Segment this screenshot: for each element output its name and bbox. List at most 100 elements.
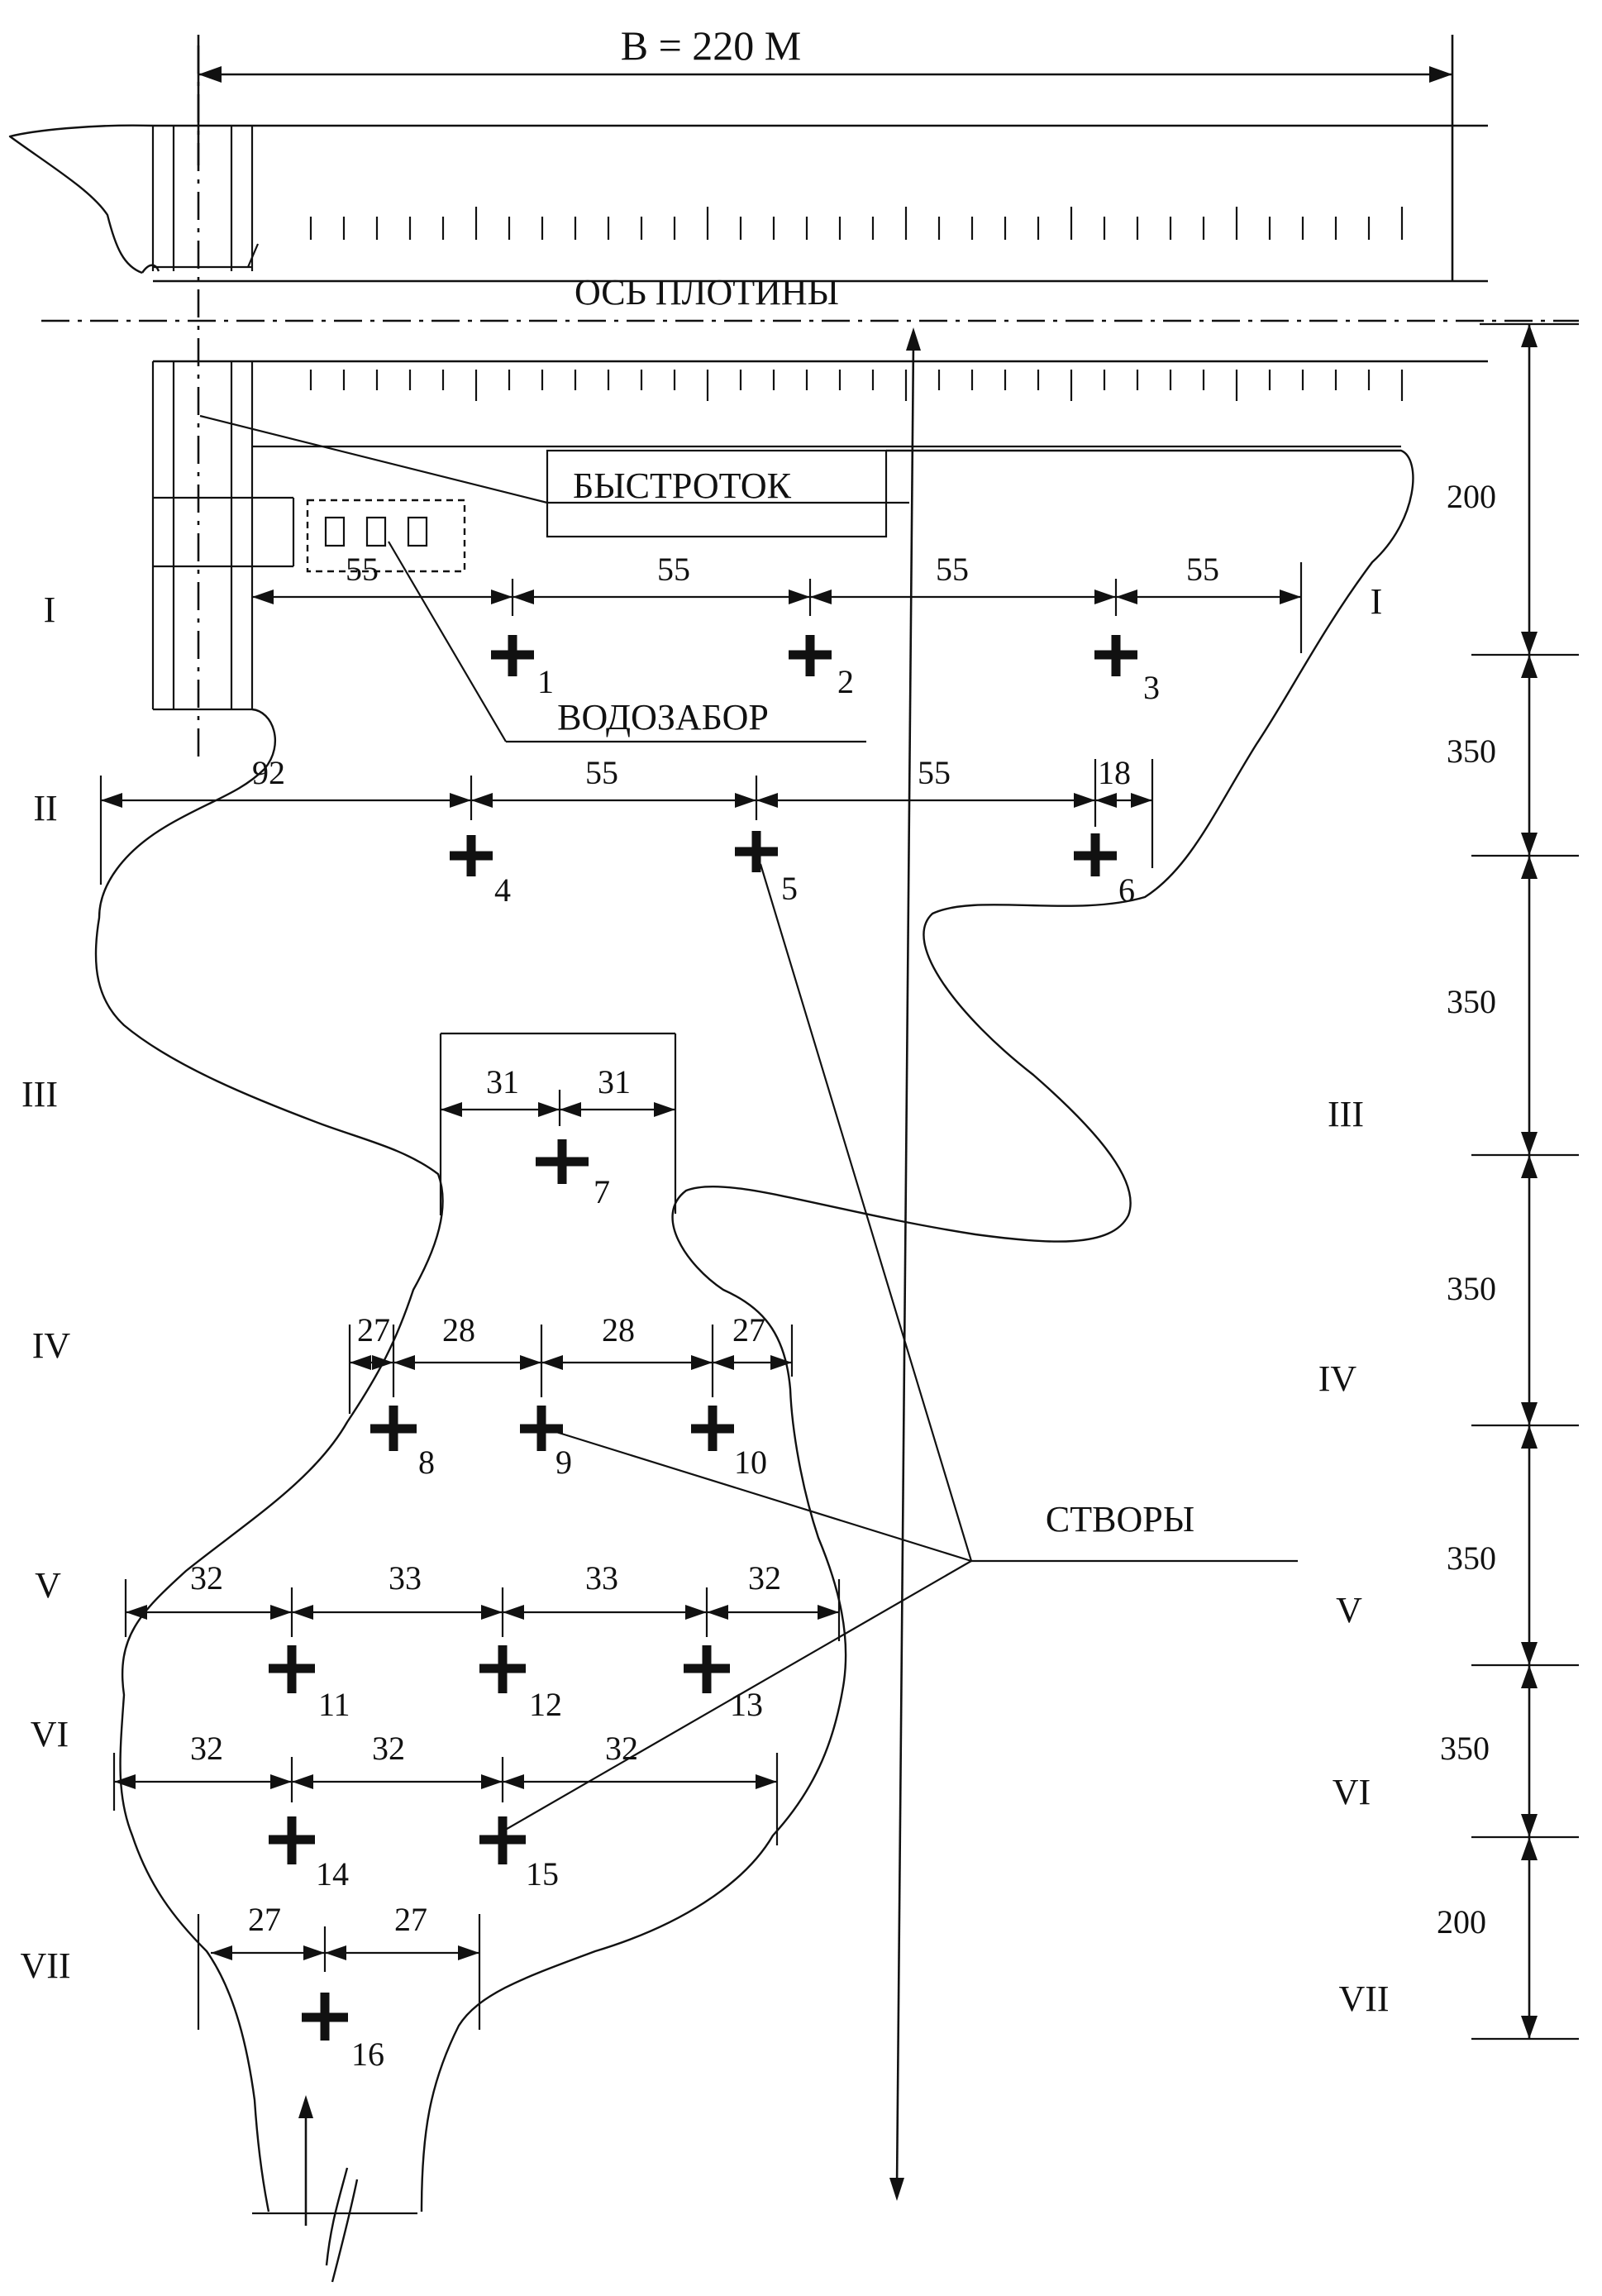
dim-label: 55 — [346, 551, 379, 588]
point-number: 12 — [529, 1686, 562, 1723]
flow-indicators — [298, 327, 921, 2226]
row-I-dimensions: 55 55 55 55 — [252, 551, 1303, 653]
water-intake: ВОДОЗАБОР — [306, 499, 866, 743]
dam-width-label: B = 220 М — [621, 22, 802, 69]
measurement-points: 1 2 3 4 5 6 7 8 9 10 11 12 13 14 15 16 — [269, 635, 1160, 2073]
section-label-left: II — [33, 788, 57, 828]
river-banks — [94, 449, 1414, 2283]
point-number: 8 — [418, 1444, 435, 1481]
dim-label: 33 — [585, 1559, 618, 1597]
point-3: 3 — [1094, 635, 1160, 706]
section-labels-right: I III IV V VI VII — [1318, 581, 1390, 2019]
dim-label: 27 — [394, 1901, 427, 1938]
dim-label: 27 — [732, 1311, 765, 1348]
sections-label: СТВОРЫ — [1046, 1499, 1194, 1539]
section-spacing-dimension: 200 350 350 350 350 350 200 — [1437, 322, 1579, 2041]
dim-label: 55 — [918, 754, 951, 791]
dim-label: 55 — [585, 754, 618, 791]
point-12: 12 — [479, 1645, 562, 1723]
point-number: 15 — [526, 1855, 559, 1893]
row-VI-dimensions: 32 32 32 — [112, 1730, 779, 1845]
section-labels-left: I II III IV V VI VII — [20, 590, 70, 1986]
dim-label: 55 — [936, 551, 969, 588]
section-label-left: I — [44, 590, 56, 630]
point-6: 6 — [1074, 833, 1135, 909]
spacing-label: 350 — [1447, 733, 1496, 770]
dam-structure: ОСЬ ПЛОТИНЫ — [8, 45, 1579, 761]
point-10: 10 — [691, 1406, 767, 1481]
row-VII-dimensions: 27 27 — [197, 1901, 481, 2030]
dim-label: 32 — [372, 1730, 405, 1767]
point-8: 8 — [370, 1406, 435, 1481]
dim-label: 55 — [1186, 551, 1219, 588]
point-number: 6 — [1118, 871, 1135, 909]
dim-label: 32 — [605, 1730, 638, 1767]
row-V-dimensions: 32 33 33 32 — [124, 1559, 841, 1641]
point-number: 10 — [734, 1444, 767, 1481]
spacing-label: 200 — [1437, 1903, 1486, 1940]
dim-label: 33 — [389, 1559, 422, 1597]
point-number: 13 — [730, 1686, 763, 1723]
section-label-right: I — [1371, 581, 1383, 622]
section-label-right: III — [1328, 1094, 1364, 1134]
point-13: 13 — [684, 1645, 763, 1723]
sections-callout: СТВОРЫ — [502, 863, 1298, 1832]
dim-label: 32 — [190, 1730, 223, 1767]
width-dimension: B = 220 М — [197, 22, 1454, 281]
section-label-left: IV — [32, 1325, 71, 1366]
point-16: 16 — [302, 1993, 384, 2073]
dam-ticks-bottom — [309, 370, 1404, 401]
spacing-label: 350 — [1447, 983, 1496, 1020]
dam-axis-label: ОСЬ ПЛОТИНЫ — [575, 272, 839, 313]
point-number: 7 — [594, 1173, 610, 1210]
point-number: 5 — [781, 870, 798, 907]
dim-label: 18 — [1098, 754, 1131, 791]
point-11: 11 — [269, 1645, 350, 1723]
dim-label: 28 — [602, 1311, 635, 1348]
spacing-label: 350 — [1447, 1270, 1496, 1307]
point-9: 9 — [520, 1406, 572, 1481]
point-2: 2 — [789, 635, 854, 700]
spacing-label: 350 — [1447, 1539, 1496, 1577]
point-number: 4 — [494, 871, 511, 909]
point-4: 4 — [450, 835, 511, 909]
point-number: 2 — [837, 663, 854, 700]
point-number: 1 — [537, 663, 554, 700]
section-label-left: III — [21, 1074, 58, 1115]
spillway: БЫСТРОТОК — [199, 414, 909, 538]
intake-label: ВОДОЗАБОР — [557, 697, 769, 737]
dim-label: 31 — [598, 1063, 631, 1100]
dim-label: 55 — [657, 551, 690, 588]
point-7: 7 — [536, 1139, 610, 1210]
point-14: 14 — [269, 1816, 349, 1893]
dim-label: 31 — [486, 1063, 519, 1100]
section-label-left: V — [35, 1565, 61, 1606]
dim-label: 92 — [252, 754, 285, 791]
point-1: 1 — [491, 635, 554, 700]
section-label-right: IV — [1318, 1358, 1357, 1399]
section-label-right: V — [1336, 1590, 1362, 1630]
point-number: 3 — [1143, 669, 1160, 706]
dam-ticks-top — [309, 207, 1404, 240]
section-label-right: VI — [1333, 1772, 1371, 1812]
point-15: 15 — [479, 1816, 559, 1893]
dim-label: 27 — [357, 1311, 390, 1348]
dim-label: 27 — [248, 1901, 281, 1938]
row-III-dimensions: 31 31 — [439, 1032, 677, 1215]
spacing-label: 200 — [1447, 478, 1496, 515]
row-II-dimensions: 92 55 55 18 — [99, 754, 1154, 885]
dim-label: 28 — [442, 1311, 475, 1348]
point-number: 9 — [555, 1444, 572, 1481]
point-5: 5 — [735, 831, 798, 907]
point-number: 14 — [316, 1855, 349, 1893]
section-label-right: VII — [1338, 1979, 1389, 2019]
section-label-left: VII — [20, 1945, 70, 1986]
point-number: 11 — [318, 1686, 350, 1723]
spacing-label: 350 — [1440, 1730, 1490, 1767]
point-number: 16 — [351, 2036, 384, 2073]
dim-label: 32 — [190, 1559, 223, 1597]
spillway-label: БЫСТРОТОК — [573, 465, 792, 506]
section-label-left: VI — [31, 1714, 69, 1754]
dim-label: 32 — [748, 1559, 781, 1597]
